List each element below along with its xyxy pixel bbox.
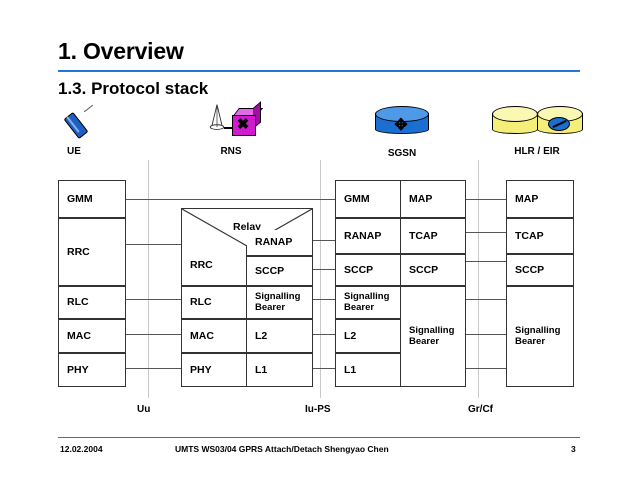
interface-line-gr-cf: [478, 160, 480, 398]
sgsn-layer-tcap[interactable]: TCAP: [401, 218, 466, 254]
footer-date: 12.02.2004: [60, 444, 103, 454]
database-cylinder-icon-hlr: [492, 106, 538, 136]
link-tcap: [466, 232, 506, 234]
rns-layer-rlc[interactable]: RLC: [181, 286, 247, 319]
rns-layer-l1[interactable]: L1: [247, 353, 313, 387]
rns-layer-l2[interactable]: L2: [247, 319, 313, 353]
link-l2-iu: [313, 334, 335, 336]
database-cylinder-icon-sgsn: ✥: [375, 106, 429, 136]
hlr-layer-map[interactable]: MAP: [506, 180, 574, 218]
sgsn-layer-l2[interactable]: L2: [335, 319, 401, 353]
sgsn-layer-sccp-gr[interactable]: SCCP: [401, 254, 466, 286]
page-subtitle: 1.3. Protocol stack: [58, 79, 209, 98]
link-phy: [126, 368, 181, 370]
hlr-layer-sccp[interactable]: SCCP: [506, 254, 574, 286]
antenna-switch-icon: ✖: [204, 101, 264, 145]
antenna-mast-icon: [209, 104, 225, 130]
database-cylinder-icon-eir: [537, 106, 583, 136]
rns-layer-rrc[interactable]: RRC: [181, 246, 247, 286]
ue-layer-rrc[interactable]: RRC: [58, 218, 126, 286]
sgsn-layer-signalling-bearer[interactable]: Signalling Bearer: [335, 286, 401, 319]
rns-layer-mac[interactable]: MAC: [181, 319, 247, 353]
link-sigbearer-gr-3: [466, 368, 506, 370]
link-gmm: [126, 199, 335, 201]
link-sigbearer-iu: [313, 299, 335, 301]
footer-page-number: 3: [571, 444, 576, 454]
hlr-layer-signalling-bearer[interactable]: Signalling Bearer: [506, 286, 574, 387]
node-label-sgsn: SGSN: [387, 148, 417, 159]
footer-divider: [58, 437, 580, 439]
switch-x-icon: ✖: [236, 116, 250, 133]
link-sccp-gr: [466, 261, 506, 263]
title-divider: [58, 70, 580, 72]
four-way-arrow-icon: ✥: [394, 117, 408, 134]
sgsn-layer-sccp[interactable]: SCCP: [335, 254, 401, 286]
node-label-hlr-eir: HLR / EIR: [514, 146, 560, 157]
sgsn-layer-gmm[interactable]: GMM: [335, 180, 401, 218]
rns-layer-ranap[interactable]: RANAP: [247, 230, 313, 256]
rns-layer-sccp[interactable]: SCCP: [247, 256, 313, 286]
node-label-rns: RNS: [220, 146, 242, 157]
ue-layer-gmm[interactable]: GMM: [58, 180, 126, 218]
hlr-layer-tcap[interactable]: TCAP: [506, 218, 574, 254]
sgsn-layer-ranap[interactable]: RANAP: [335, 218, 401, 254]
sgsn-layer-map[interactable]: MAP: [401, 180, 466, 218]
link-ranap: [313, 240, 335, 242]
sgsn-layer-signalling-bearer-gr[interactable]: Signalling Bearer: [401, 286, 466, 387]
link-sccp-iu: [313, 269, 335, 271]
link-l1-iu: [313, 368, 335, 370]
ue-layer-mac[interactable]: MAC: [58, 319, 126, 353]
page-title: 1. Overview: [58, 38, 184, 64]
interface-line-iu-ps: [320, 160, 322, 398]
interface-line-uu: [148, 160, 150, 398]
sgsn-layer-l1[interactable]: L1: [335, 353, 401, 387]
footer-center-text: UMTS WS03/04 GPRS Attach/Detach Shengyao…: [175, 444, 389, 454]
mobile-phone-icon: [62, 104, 106, 144]
link-rlc: [126, 299, 181, 301]
link-rrc: [126, 244, 181, 246]
rns-layer-signalling-bearer[interactable]: Signalling Bearer: [247, 286, 313, 319]
rns-layer-phy[interactable]: PHY: [181, 353, 247, 387]
link-mac: [126, 334, 181, 336]
ue-layer-phy[interactable]: PHY: [58, 353, 126, 387]
link-map: [466, 199, 506, 201]
ue-layer-rlc[interactable]: RLC: [58, 286, 126, 319]
link-sigbearer-gr-1: [466, 299, 506, 301]
eir-disc-icon: [548, 117, 570, 131]
interface-label-iu-ps: Iu-PS: [305, 404, 331, 415]
interface-label-gr-cf: Gr/Cf: [468, 404, 493, 415]
node-label-ue: UE: [67, 146, 81, 157]
link-sigbearer-gr-2: [466, 334, 506, 336]
interface-label-uu: Uu: [137, 404, 151, 415]
